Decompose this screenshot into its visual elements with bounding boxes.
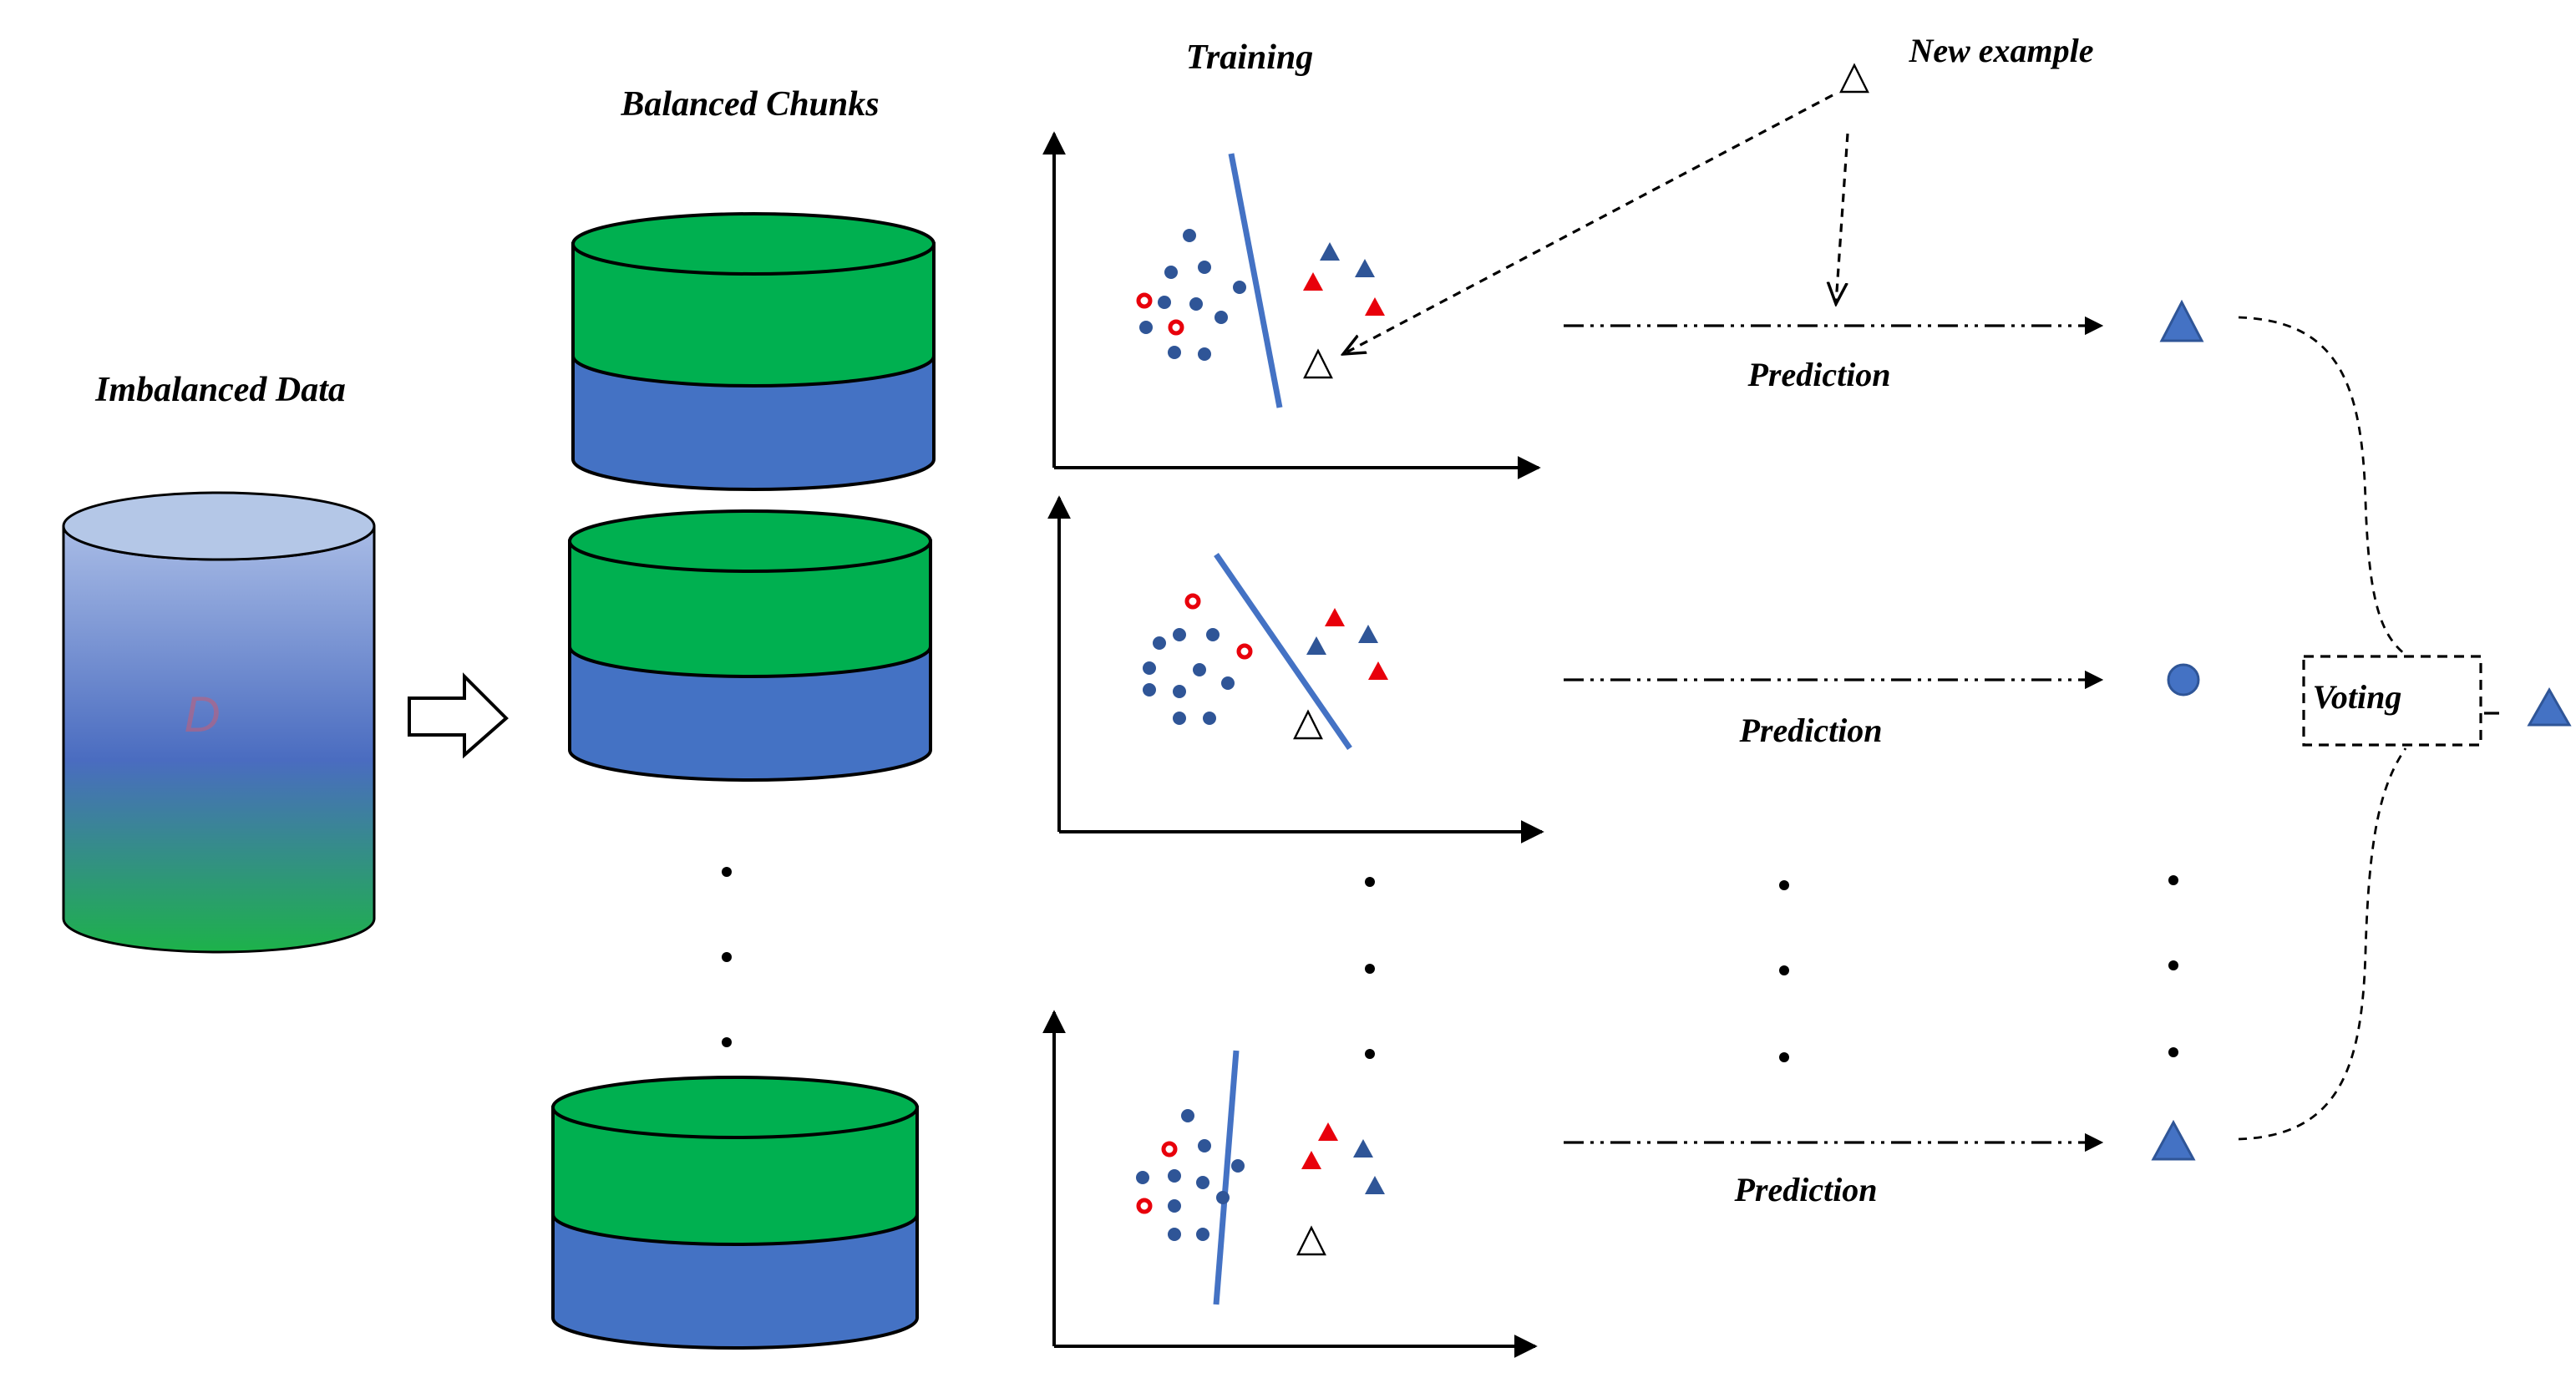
training-plot-n	[1042, 1010, 1538, 1358]
prediction-ellipsis	[1779, 880, 1789, 1062]
new-example-label: New example	[1908, 32, 2093, 69]
prediction-arrow-1: Prediction	[1564, 316, 2104, 393]
class-points-triangles	[1303, 242, 1385, 316]
decision-boundary	[1228, 153, 1283, 408]
class-points-triangles	[1301, 1122, 1385, 1194]
dataset-d-letter: D	[184, 686, 220, 742]
new-example-point	[1296, 1225, 1326, 1256]
new-example-to-prediction-arrow	[1836, 133, 1849, 304]
voting-label: Voting	[2313, 678, 2402, 716]
prediction-label-2: Prediction	[1738, 712, 1882, 749]
voting-box	[2302, 655, 2482, 747]
balanced-chunk-2	[568, 509, 932, 782]
class-points-circles	[1143, 628, 1235, 725]
new-example-icon	[1839, 63, 1869, 94]
result-ellipsis	[2168, 875, 2178, 1057]
prediction-arrow-n: Prediction	[1564, 1132, 2104, 1208]
prediction-label-n: Prediction	[1733, 1171, 1877, 1208]
training-plot-2	[1047, 495, 1544, 843]
training-plot-1	[1042, 131, 1541, 479]
prediction-label-1: Prediction	[1747, 356, 1890, 393]
new-example-point	[1303, 348, 1333, 379]
chunk-ellipsis	[722, 867, 732, 1047]
training-label: Training	[1186, 38, 1314, 77]
class-points-circles	[1136, 1109, 1245, 1241]
new-example-to-plot-arrow	[1343, 94, 1833, 354]
balanced-chunk-1	[571, 212, 936, 491]
prediction-result-n-triangle-icon	[2151, 1119, 2196, 1161]
balanced-chunk-n	[551, 1076, 919, 1350]
final-result-triangle-icon	[2527, 686, 2572, 727]
decision-boundary	[1214, 553, 1352, 750]
class-points-triangles	[1306, 608, 1388, 680]
new-example-point	[1293, 709, 1323, 740]
prediction-result-1-triangle-icon	[2159, 299, 2204, 342]
prediction-result-2-circle-icon	[2167, 663, 2200, 697]
plot-ellipsis	[1365, 877, 1375, 1059]
balanced-chunks-label: Balanced Chunks	[620, 85, 879, 124]
voting-brace	[2238, 316, 2407, 1141]
imbalanced-data-cylinder: D	[62, 491, 376, 954]
decision-boundary	[1213, 1050, 1240, 1305]
class-points-circles	[1139, 229, 1246, 361]
prediction-arrow-2: Prediction	[1564, 670, 2104, 749]
split-arrow-icon	[408, 672, 509, 759]
imbalanced-data-label: Imbalanced Data	[94, 371, 346, 409]
